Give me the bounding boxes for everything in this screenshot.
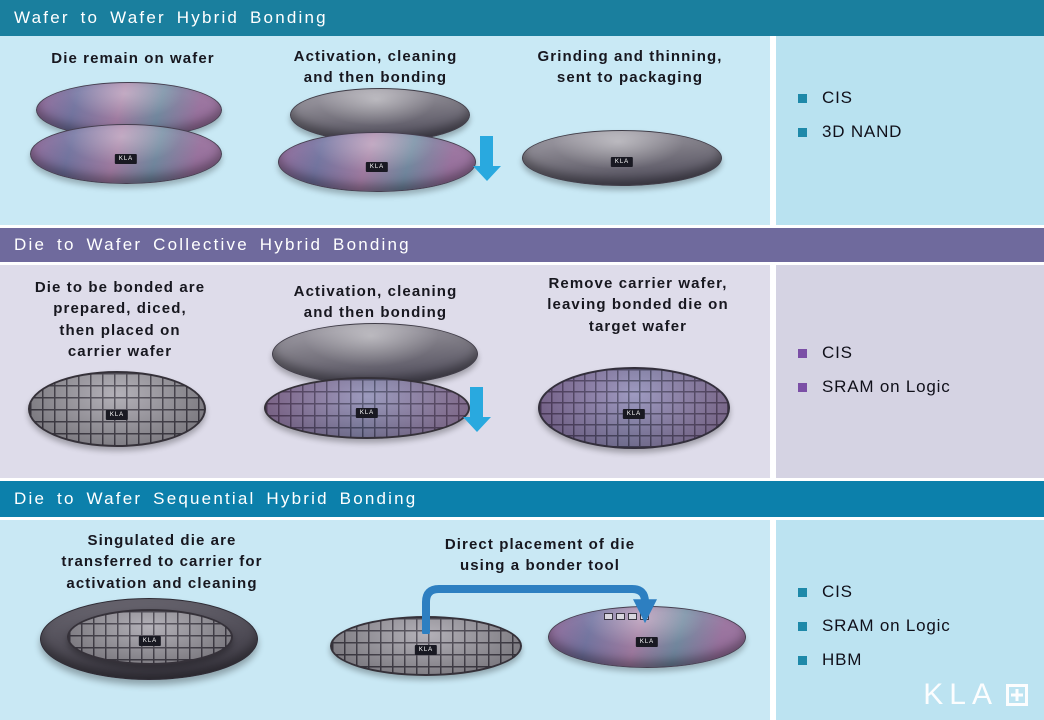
section2-steps: Die to be bonded are prepared, diced, th… (0, 265, 770, 478)
wafer-thinned: KLA (522, 130, 722, 186)
target-wafer-with-die: KLA (538, 367, 730, 449)
wafer-top (272, 323, 478, 385)
bonder-arrow-icon (422, 585, 657, 634)
application-label: CIS (822, 582, 853, 601)
application-label: CIS (822, 343, 853, 362)
step-caption: Singulated die are transferred to carrie… (61, 532, 263, 592)
section2-applications: CIS SRAM on Logic (776, 265, 1044, 478)
carrier-wafer-with-die: KLA (28, 371, 206, 447)
kla-logo-text: KLA (923, 678, 998, 711)
wafer-mark: KLA (365, 161, 389, 172)
target-wafer: KLA (548, 606, 746, 668)
section1-title: Wafer to Wafer Hybrid Bonding (14, 8, 328, 27)
application-item: CIS (798, 343, 853, 363)
application-item: 3D NAND (798, 122, 902, 142)
wafer-mark: KLA (114, 153, 138, 164)
section3-steps: Singulated die are transferred to carrie… (0, 520, 770, 720)
section3-title: Die to Wafer Sequential Hybrid Bonding (14, 489, 418, 508)
application-item: SRAM on Logic (798, 377, 951, 397)
wafer-mark: KLA (622, 409, 646, 420)
down-arrow-icon (480, 136, 493, 166)
section3-applications: CIS SRAM on Logic HBM KLA (776, 520, 1044, 720)
application-item: CIS (798, 582, 853, 602)
bullet-icon (798, 349, 807, 358)
bullet-icon (798, 622, 807, 631)
step-caption: Direct placement of die using a bonder t… (444, 536, 636, 575)
application-label: HBM (822, 650, 863, 669)
step-caption: Remove carrier wafer, leaving bonded die… (547, 275, 729, 335)
wafer-bottom: KLA (264, 377, 470, 439)
divider (770, 520, 776, 720)
application-item: CIS (798, 88, 853, 108)
wafer-bottom: KLA (278, 132, 476, 192)
application-label: SRAM on Logic (822, 377, 951, 396)
section2-title: Die to Wafer Collective Hybrid Bonding (14, 235, 411, 254)
divider (770, 265, 776, 478)
section3-header: Die to Wafer Sequential Hybrid Bonding (0, 481, 1044, 517)
bullet-icon (798, 128, 807, 137)
application-item: SRAM on Logic (798, 616, 951, 636)
step-caption: Activation, cleaning and then bonding (293, 48, 458, 87)
wafer-mark: KLA (414, 645, 438, 656)
section2-header: Die to Wafer Collective Hybrid Bonding (0, 228, 1044, 262)
section3-body: Singulated die are transferred to carrie… (0, 520, 1044, 720)
section1-applications: CIS 3D NAND (776, 36, 1044, 225)
wafer-mark: KLA (105, 409, 129, 420)
section1-body: Die remain on wafer KLA Activation, clea… (0, 36, 1044, 225)
bullet-icon (798, 383, 807, 392)
wafer-mark: KLA (355, 407, 379, 418)
step-caption: Grinding and thinning, sent to packaging (537, 48, 723, 87)
kla-logo: KLA (923, 678, 1028, 712)
wafer-mark: KLA (138, 636, 162, 647)
bullet-icon (798, 588, 807, 597)
divider (770, 36, 776, 225)
step-caption: Die to be bonded are prepared, diced, th… (34, 279, 206, 360)
step-caption: Activation, cleaning and then bonding (293, 283, 458, 322)
application-item: HBM (798, 650, 862, 670)
bullet-icon (798, 94, 807, 103)
bullet-icon (798, 656, 807, 665)
kla-plus-icon (1006, 684, 1028, 706)
section2-body: Die to be bonded are prepared, diced, th… (0, 265, 1044, 478)
carrier-plate: KLA (40, 598, 258, 680)
carrier-wafer-with-die: KLA (67, 609, 233, 665)
wafer-mark: KLA (610, 157, 634, 168)
application-label: SRAM on Logic (822, 616, 951, 635)
down-arrow-icon (470, 387, 483, 417)
step-caption: Die remain on wafer (51, 50, 215, 67)
application-label: 3D NAND (822, 122, 903, 141)
section1-header: Wafer to Wafer Hybrid Bonding (0, 0, 1044, 36)
wafer-bottom: KLA (30, 124, 222, 184)
wafer-mark: KLA (635, 636, 659, 647)
application-label: CIS (822, 88, 853, 107)
section1-steps: Die remain on wafer KLA Activation, clea… (0, 36, 770, 225)
